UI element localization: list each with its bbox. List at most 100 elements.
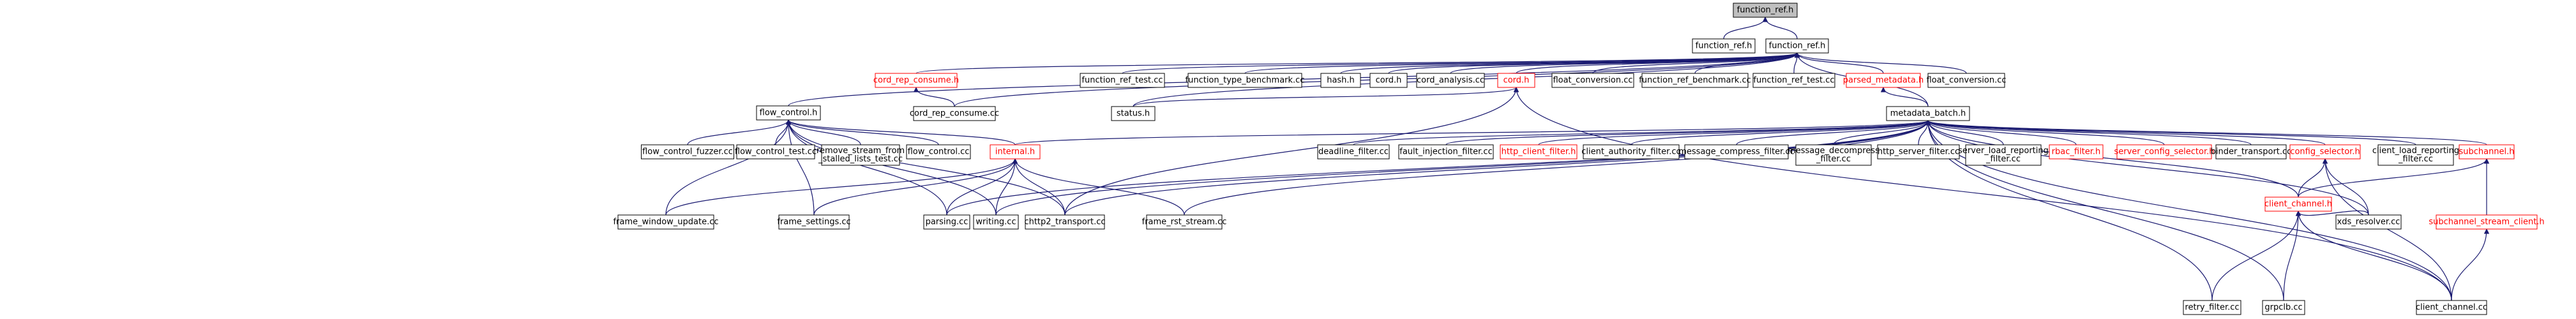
node-box — [2049, 144, 2104, 160]
dependency-edge — [1723, 17, 1768, 40]
node-label: deadline_filter.cc — [1318, 147, 1389, 157]
graph-node-cord-h-red[interactable]: cord.h — [1497, 73, 1535, 88]
dependency-edge — [2322, 158, 2369, 216]
graph-node-deadline-filter-cc[interactable]: deadline_filter.cc — [1317, 144, 1390, 160]
node-label: metadata_batch.h — [1890, 109, 1966, 119]
graph-node-http-server-filter-cc[interactable]: http_server_filter.cc — [1877, 144, 1960, 160]
node-label: status.h — [1117, 109, 1150, 119]
graph-node-message-decompress-filter-cc[interactable]: message_decompress_filter.cc — [1788, 144, 1879, 166]
graph-node-frame-settings-cc[interactable]: frame_settings.cc — [777, 214, 851, 230]
graph-node-function-ref-test-cc-1[interactable]: function_ref_test.cc — [1080, 73, 1165, 88]
dependency-edge — [1516, 52, 1800, 74]
dependency-edge — [687, 119, 792, 145]
graph-node-internal-h[interactable]: internal.h — [990, 144, 1041, 160]
graph-node-function-ref-benchmark-cc[interactable]: function_ref_benchmark.cc — [1639, 73, 1751, 88]
node-box — [1641, 73, 1749, 88]
graph-node-cord-rep-consume-cc[interactable]: cord_rep_consume.cc — [910, 106, 999, 121]
graph-node-cord-analysis-cc[interactable]: cord_analysis.cc — [1416, 73, 1485, 88]
node-label: _stalled_lists_test.cc — [818, 154, 903, 164]
dependency-edge — [1794, 52, 1884, 74]
graph-node-function-ref-h-b[interactable]: function_ref.h — [1765, 38, 1829, 54]
graph-node-rbac-filter-h[interactable]: rbac_filter.h — [2049, 144, 2104, 160]
graph-node-server-load-reporting-filter-cc[interactable]: server_load_reporting_filter.cc — [1958, 144, 2049, 166]
graph-node-float-conversion-cc-2[interactable]: float_conversion.cc — [1926, 73, 2007, 88]
dependency-edge — [785, 119, 1066, 216]
node-label: parsing.cc — [926, 218, 968, 227]
graph-node-function-ref-h-a[interactable]: function_ref.h — [1692, 38, 1756, 54]
graph-node-client-authority-filter-cc[interactable]: client_authority_filter.cc — [1581, 144, 1681, 160]
graph-node-flow-control-cc[interactable]: flow_control.cc — [906, 144, 971, 160]
graph-node-server-config-selector-h[interactable]: server_config_selector.h — [2114, 144, 2215, 160]
graph-node-remove-stream-from-stalled-lists-test-cc[interactable]: remove_stream_from_stalled_lists_test.cc — [817, 144, 905, 166]
graph-node-grpclb-cc[interactable]: grpclb.cc — [2262, 300, 2305, 315]
node-label: client_channel.h — [2264, 200, 2332, 209]
node-box — [1886, 106, 1970, 121]
dependency-edge — [1794, 52, 1967, 74]
graph-node-chttp2-transport-cc[interactable]: chttp2_transport.cc — [1024, 214, 1106, 230]
dependency-edge — [2295, 210, 2369, 216]
graph-node-metadata-batch-h[interactable]: metadata_batch.h — [1886, 106, 1970, 121]
graph-node-writing-cc[interactable]: writing.cc — [973, 214, 1019, 230]
dependency-edge — [1133, 87, 1519, 107]
node-label: cord.h — [1376, 76, 1402, 85]
graph-node-subchannel-h[interactable]: subchannel.h — [2459, 144, 2515, 160]
graph-node-float-conversion-cc-1[interactable]: float_conversion.cc — [1551, 73, 1634, 88]
graph-node-config-selector-h[interactable]: config_selector.h — [2289, 144, 2361, 160]
dependency-edge — [1925, 120, 2004, 145]
dependency-edge — [1925, 120, 2326, 145]
graph-node-client-channel-h[interactable]: client_channel.h — [2264, 197, 2332, 212]
graph-node-function-ref-test-cc-2[interactable]: function_ref_test.cc — [1752, 73, 1835, 88]
node-box — [2289, 144, 2361, 160]
node-label: server_load_reporting — [1958, 146, 2049, 156]
node-box — [923, 214, 970, 230]
graph-node-status-h[interactable]: status.h — [1111, 106, 1156, 121]
node-box — [1846, 73, 1921, 88]
dependency-edge — [785, 119, 939, 145]
graph-node-function-type-benchmark-cc[interactable]: function_type_benchmark.cc — [1186, 73, 1305, 88]
graph-node-cord-h[interactable]: cord.h — [1369, 73, 1408, 88]
graph-node-hash-h[interactable]: hash.h — [1320, 73, 1361, 88]
dependency-edge — [2451, 228, 2490, 301]
dependency-edge — [785, 119, 861, 145]
graph-node-client-channel-cc[interactable]: client_channel.cc — [2416, 300, 2487, 315]
node-label: flow_control_fuzzer.cc — [642, 147, 733, 157]
node-label: message_compress_filter.cc — [1678, 147, 1795, 157]
dependency-edge — [2283, 211, 2301, 301]
edge-layer — [665, 17, 2490, 301]
graph-node-http-client-filter-h[interactable]: http_client_filter.h — [1500, 144, 1578, 160]
node-label: function_ref_benchmark.cc — [1639, 76, 1751, 85]
dependency-edge — [1880, 87, 1929, 107]
node-box — [2215, 144, 2287, 160]
node-box — [1187, 73, 1302, 88]
graph-node-flow-control-fuzzer-cc[interactable]: flow_control_fuzzer.cc — [641, 144, 734, 160]
dependency-edge — [1538, 120, 1931, 145]
graph-node-frame-rst-stream-cc[interactable]: frame_rst_stream.cc — [1142, 214, 1227, 230]
dependency-edge — [913, 87, 955, 107]
graph-node-fault-injection-filter-cc[interactable]: fault_injection_filter.cc — [1398, 144, 1494, 160]
graph-node-parsed-metadata-h[interactable]: parsed_metadata.h — [1843, 73, 1924, 88]
dependency-edge — [1012, 158, 1066, 216]
graph-node-client-load-reporting-filter-cc[interactable]: client_load_reporting_filter.cc — [2372, 144, 2459, 166]
graph-node-binder-transport-cc[interactable]: binder_transport.cc — [2211, 144, 2292, 160]
node-label: cord_rep_consume.h — [873, 76, 959, 85]
node-box — [1927, 73, 2005, 88]
node-box — [2335, 214, 2402, 230]
node-box — [617, 214, 714, 230]
graph-node-message-compress-filter-cc[interactable]: message_compress_filter.cc — [1678, 144, 1795, 160]
node-label: remove_stream_from — [817, 146, 905, 156]
node-label: config_selector.h — [2290, 147, 2360, 157]
node-label: internal.h — [995, 147, 1035, 157]
graph-node-frame-window-update-cc[interactable]: frame_window_update.cc — [613, 214, 719, 230]
node-label: float_conversion.cc — [1553, 76, 1632, 85]
graph-node-flow-control-h[interactable]: flow_control.h — [756, 105, 821, 121]
graph-node-subchannel-stream-client-h[interactable]: subchannel_stream_client.h — [2429, 214, 2545, 230]
node-box — [1497, 73, 1535, 88]
graph-node-flow-control-test-cc[interactable]: flow_control_test.cc — [735, 144, 817, 160]
graph-node-xds-resolver-cc[interactable]: xds_resolver.cc — [2335, 214, 2402, 230]
node-label: frame_settings.cc — [777, 218, 850, 227]
graph-node-cord-rep-consume-h[interactable]: cord_rep_consume.h — [873, 73, 959, 88]
node-label: parsed_metadata.h — [1843, 76, 1924, 85]
node-box — [1795, 144, 1872, 166]
graph-node-parsing-cc[interactable]: parsing.cc — [923, 214, 970, 230]
graph-node-retry-filter-cc[interactable]: retry_filter.cc — [2183, 300, 2241, 315]
